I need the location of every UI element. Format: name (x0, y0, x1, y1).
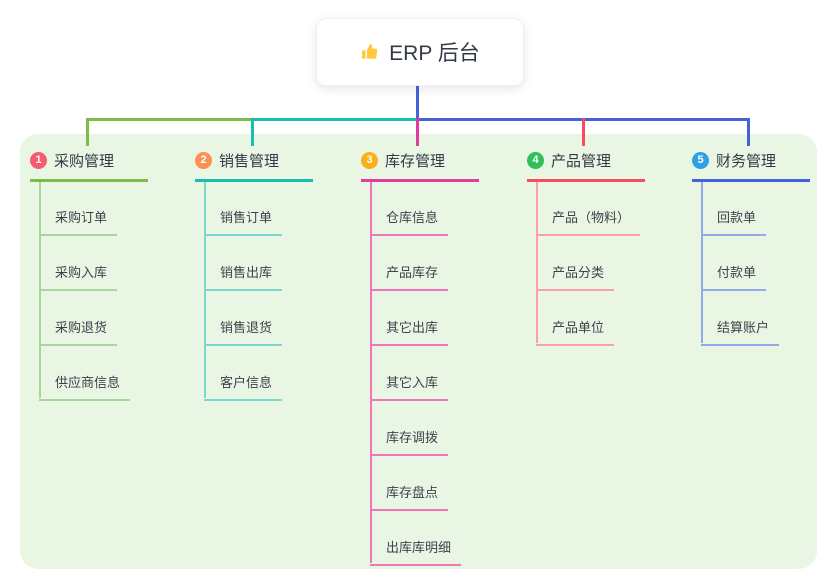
child-node[interactable]: 库存盘点 (370, 482, 449, 511)
branch-heading[interactable]: 3 库存管理 (361, 150, 479, 182)
branch-drop-line (747, 118, 750, 146)
child-node[interactable]: 产品库存 (370, 262, 449, 291)
child-node[interactable]: 付款单 (701, 262, 767, 291)
branch-label: 财务管理 (716, 153, 777, 170)
bus-segment-green (86, 118, 251, 121)
child-node[interactable]: 其它入库 (370, 372, 449, 401)
branch-heading[interactable]: 1 采购管理 (30, 150, 148, 182)
child-node[interactable]: 供应商信息 (39, 372, 131, 401)
child-node[interactable]: 客户信息 (204, 372, 283, 401)
branch-heading[interactable]: 2 销售管理 (195, 150, 313, 182)
branch-spine-line (39, 179, 41, 398)
branch-label: 采购管理 (54, 153, 115, 170)
root-stem-line (416, 84, 419, 118)
branch-spine-line (370, 179, 372, 563)
child-node[interactable]: 仓库信息 (370, 207, 449, 236)
branch-label: 库存管理 (385, 153, 446, 170)
child-node[interactable]: 采购入库 (39, 262, 118, 291)
branch-spine-line (536, 179, 538, 343)
branch-spine-line (204, 179, 206, 398)
child-node[interactable]: 库存调拨 (370, 427, 449, 456)
branch-drop-line (582, 118, 585, 146)
bus-segment-teal (251, 118, 416, 121)
child-node[interactable]: 产品（物料） (536, 207, 641, 236)
child-node[interactable]: 回款单 (701, 207, 767, 236)
child-node[interactable]: 其它出库 (370, 317, 449, 346)
child-node[interactable]: 产品分类 (536, 262, 615, 291)
branch-drop-line (416, 118, 419, 146)
child-node[interactable]: 销售退货 (204, 317, 283, 346)
child-node[interactable]: 销售订单 (204, 207, 283, 236)
root-node[interactable]: ERP 后台 (316, 18, 524, 86)
child-node[interactable]: 采购退货 (39, 317, 118, 346)
branch-number-badge: 1 (30, 152, 47, 169)
branch-number-badge: 3 (361, 152, 378, 169)
branch-number-badge: 4 (527, 152, 544, 169)
child-node[interactable]: 销售出库 (204, 262, 283, 291)
child-node[interactable]: 结算账户 (701, 317, 780, 346)
branch-heading[interactable]: 4 产品管理 (527, 150, 645, 182)
branches-panel (20, 134, 817, 569)
branch-drop-line (251, 118, 254, 146)
child-node[interactable]: 产品单位 (536, 317, 615, 346)
branch-label: 产品管理 (551, 153, 612, 170)
thumbs-up-icon (360, 42, 380, 62)
branch-number-badge: 5 (692, 152, 709, 169)
branch-label: 销售管理 (219, 153, 280, 170)
branch-number-badge: 2 (195, 152, 212, 169)
root-title: ERP 后台 (389, 42, 480, 65)
child-node[interactable]: 出库库明细 (370, 537, 462, 566)
branch-heading[interactable]: 5 财务管理 (692, 150, 810, 182)
branch-drop-line (86, 118, 89, 146)
child-node[interactable]: 采购订单 (39, 207, 118, 236)
branch-spine-line (701, 179, 703, 343)
